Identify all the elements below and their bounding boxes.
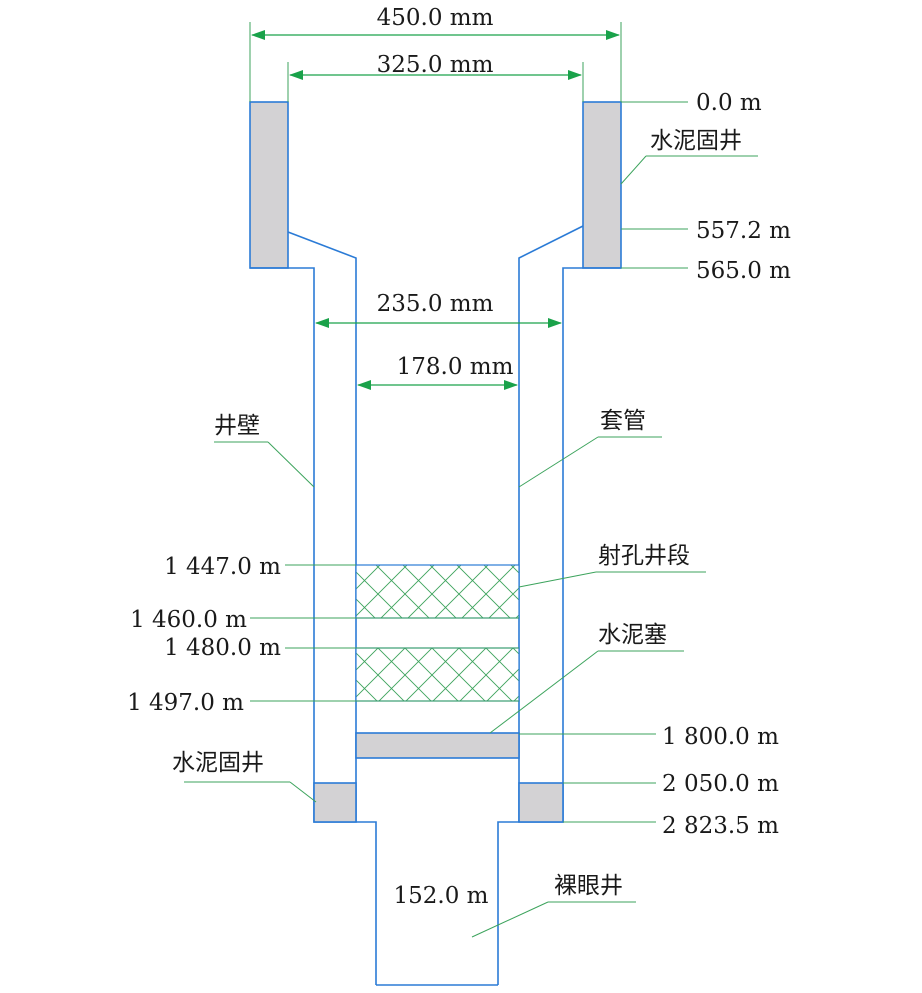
- bottom-cement-right: [518, 782, 564, 823]
- borehole-wall-label: 井壁: [214, 413, 260, 439]
- dim-label-450: 450.0 mm: [377, 5, 494, 31]
- depth-label-1497: 1 497.0 m: [127, 690, 244, 716]
- casing-leader: [518, 436, 599, 488]
- depth-label-1460: 1 460.0 m: [130, 607, 247, 633]
- dim-label-235: 235.0 mm: [377, 291, 494, 317]
- plug-leader: [489, 650, 599, 734]
- perforation-leader: [518, 571, 597, 588]
- depth-label-1480: 1 480.0 m: [164, 635, 281, 661]
- perforation-zone-lower: [355, 647, 520, 702]
- casing-right: [518, 225, 584, 822]
- perforation-zone-upper: [355, 564, 520, 619]
- bottom-cement-leader: [289, 781, 317, 803]
- surface-cement-right: [582, 101, 622, 269]
- cement-plug-label: 水泥塞: [598, 622, 667, 648]
- depth-label-1800: 1 800.0 m: [662, 724, 779, 750]
- open-hole-label: 裸眼井: [554, 873, 623, 899]
- depth-label-565: 565.0 m: [696, 258, 791, 284]
- cement-bottom-label: 水泥固井: [172, 750, 264, 776]
- dim-label-178: 178.0 mm: [397, 354, 514, 380]
- cement-top-label: 水泥固井: [650, 128, 742, 154]
- surface-cement-left: [249, 101, 289, 269]
- perforation-label: 射孔井段: [598, 543, 690, 569]
- depth-label-1447: 1 447.0 m: [164, 554, 281, 580]
- casing-left: [287, 231, 357, 822]
- casing-label: 套管: [600, 408, 646, 434]
- depth-label-0: 0.0 m: [696, 90, 762, 116]
- depth-label-557: 557.2 m: [696, 218, 791, 244]
- wall-leader: [267, 441, 315, 488]
- dim-label-325: 325.0 mm: [377, 52, 494, 78]
- openhole-diameter-label: 152.0 m: [394, 883, 489, 909]
- depth-label-2823: 2 823.5 m: [662, 813, 779, 839]
- bottom-cement-left: [313, 782, 357, 823]
- openhole-leader: [471, 901, 549, 938]
- cement-plug: [355, 732, 520, 759]
- cement-top-leader: [620, 155, 647, 185]
- depth-label-2050: 2 050.0 m: [662, 771, 779, 797]
- borehole-wall-left: [250, 267, 377, 985]
